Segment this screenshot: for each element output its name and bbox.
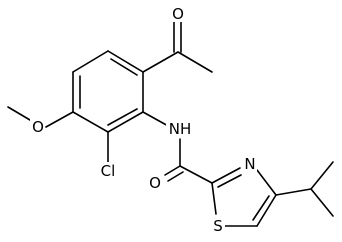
- methoxy-group: [7, 106, 74, 128]
- atom-label-s-thiazole: S: [213, 217, 223, 235]
- atom-label-chlorine: Cl: [101, 162, 116, 180]
- bond-s-c2: [211, 182, 217, 215]
- bond-carbonyl-methyl: [177, 51, 213, 73]
- atom-label-n-thiazole: N: [244, 155, 255, 173]
- bond-benzene-lower-right-inner: [107, 108, 138, 126]
- atom-n-thiazole: N: [242, 155, 257, 173]
- isopropyl-group: [275, 161, 334, 217]
- bond-n-c4: [256, 169, 277, 196]
- amide-linkage: [142, 111, 213, 184]
- bond-benzene-lower-right: [107, 111, 144, 133]
- atom-s-thiazole: S: [211, 217, 225, 235]
- acetyl-group: [142, 19, 213, 73]
- bond-methoxy-o-methyl: [7, 106, 31, 121]
- bond-c4-c5: [256, 194, 277, 227]
- bond-ring-nh: [142, 111, 171, 128]
- atom-o-acetyl: O: [170, 5, 185, 23]
- bond-amide-co-2: [167, 171, 184, 182]
- bond-isopropyl-methyl-lower: [310, 188, 334, 217]
- benzene-ring: [72, 50, 144, 133]
- bond-c4-c5-inner: [252, 195, 270, 221]
- atom-label-o-methoxy: O: [32, 118, 44, 136]
- atom-label-nh: NH: [169, 120, 192, 138]
- bond-benzene-lower-left: [72, 111, 109, 133]
- atom-o-amide: O: [147, 174, 162, 192]
- bond-c2-n-inner: [217, 174, 242, 188]
- bond-amide-co-1: [164, 165, 181, 176]
- bond-ring-methoxy-o: [45, 111, 74, 128]
- bond-benzene-top-inner: [110, 58, 138, 76]
- bond-benzene-top: [107, 50, 144, 73]
- atom-nh: NH: [166, 120, 194, 138]
- bond-c4-isopropyl: [275, 188, 312, 196]
- bond-c2-n: [211, 167, 241, 184]
- atom-chlorine: Cl: [98, 162, 119, 180]
- bond-ring-carbonyl: [142, 51, 179, 73]
- bond-carbonyl-thiazole: [179, 165, 213, 184]
- thiazole-ring: [211, 167, 277, 227]
- bond-benzene-upper-left: [72, 50, 109, 73]
- atom-o-methoxy: O: [30, 118, 45, 136]
- bond-isopropyl-methyl-upper: [310, 161, 334, 190]
- atom-label-o-acetyl: O: [172, 5, 184, 23]
- atom-label-o-amide: O: [149, 174, 161, 192]
